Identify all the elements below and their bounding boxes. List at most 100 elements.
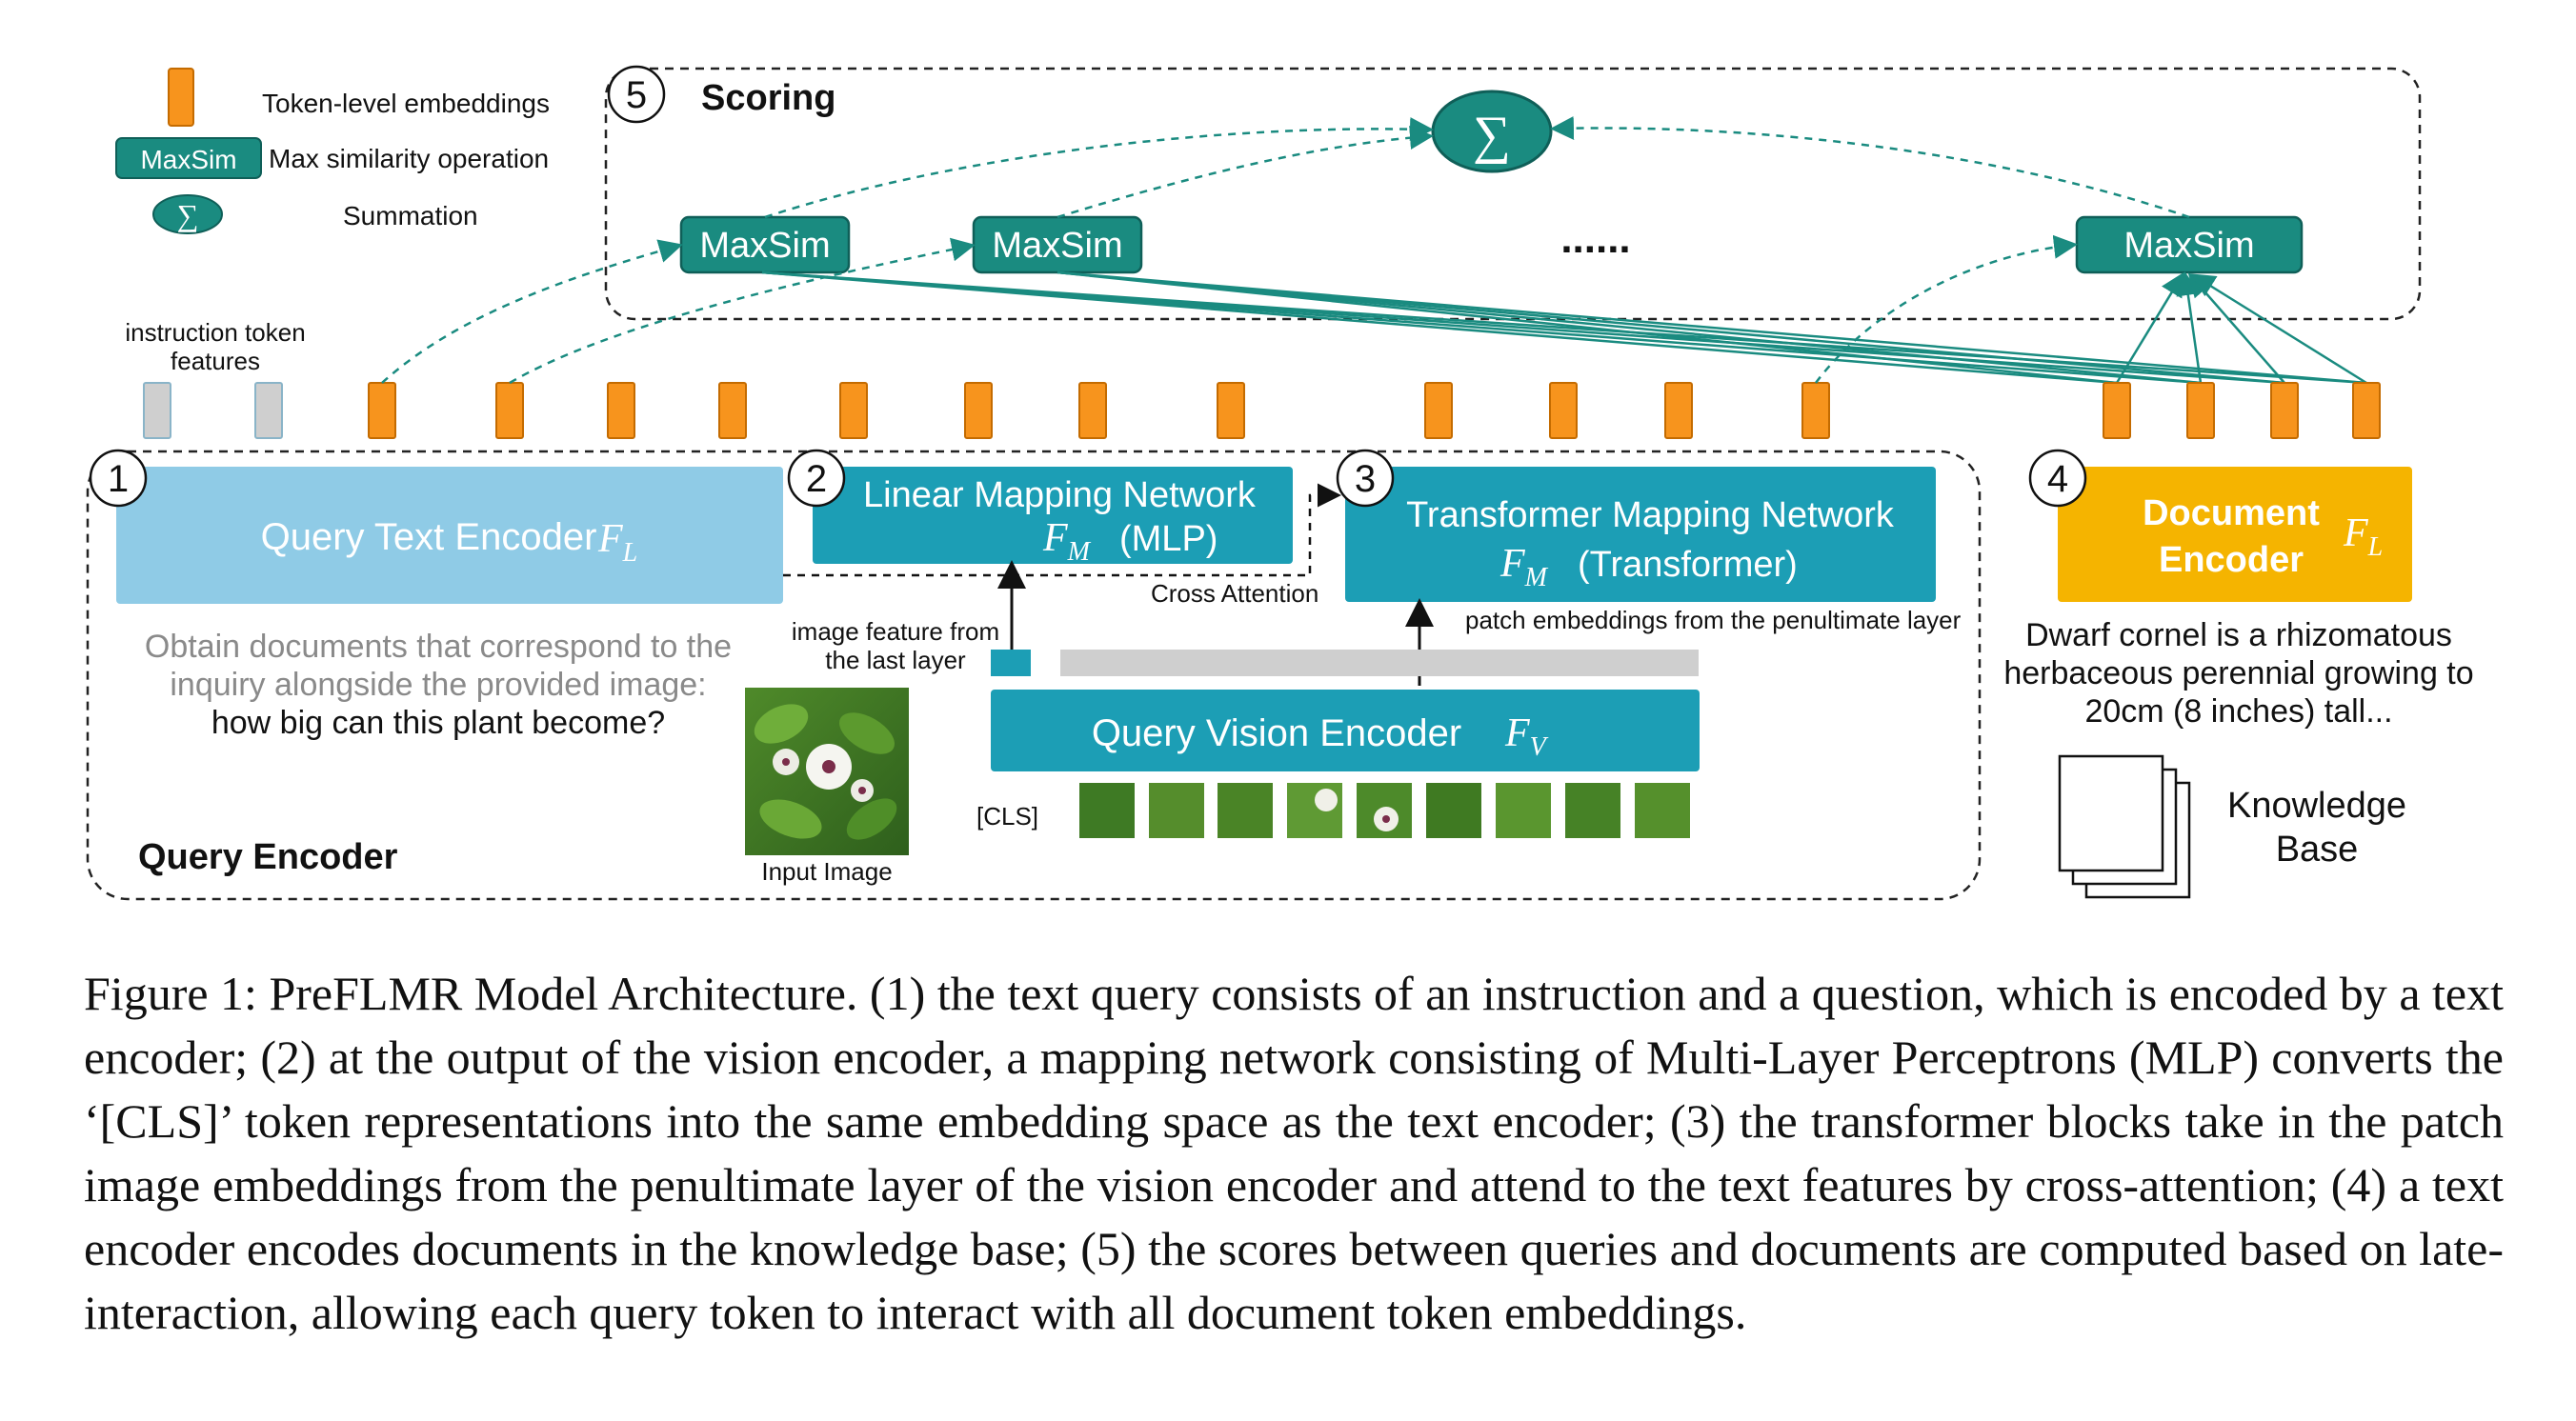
scoring-title: Scoring [701,78,835,118]
image-feature-label-line1: image feature from [792,617,999,646]
figure-caption-text: Figure 1: PreFLMR Model Architecture. (1… [84,967,2504,1339]
maxsim-node-3-label: MaxSim [2123,226,2254,266]
legend-token-swatch [168,68,194,127]
legend-maxsim-box-label: MaxSim [140,145,236,174]
image-patch [1079,783,1135,838]
legend-maxsim-box [115,137,262,179]
document-token [2103,382,2131,439]
legend-token-label: Token-level embeddings [262,89,550,118]
maxsim-node-1-label: MaxSim [699,226,830,266]
edge-maxsim2-doc [1057,270,2118,385]
linear-mapping-label: Linear Mapping Network [863,475,1257,515]
query-text-encoder [116,467,783,604]
query-token [964,382,993,439]
image-patch [1635,783,1690,838]
query-token [718,382,747,439]
input-image [745,688,909,855]
legend: Token-level embeddings MaxSim Max simila… [115,68,550,234]
image-patch [1565,783,1620,838]
patch-embeddings-label: patch embeddings from the penultimate la… [1465,606,1962,634]
transformer-mapping-symbol: FM [1499,542,1549,592]
step-2-number: 2 [806,458,827,500]
query-token [1424,382,1453,439]
step-1-number: 1 [108,458,129,500]
scoring-number-circle [607,65,666,124]
query-token [839,382,868,439]
query-encoder-title: Query Encoder [138,837,398,877]
edge-doc-maxsim3 [2190,273,2367,385]
edge-maxsim3-sum [1550,116,2190,219]
legend-sum-symbol: ∑ [177,198,199,232]
query-token-row: instruction token features [125,234,2078,439]
query-text-encoder-symbol: FL [597,517,637,568]
query-token [607,382,635,439]
instruction-token-2 [254,382,283,439]
legend-sum-icon [152,194,223,234]
document-encoder-module: Document Encoder FL 4 Dwarf cornel is a … [2003,449,2474,899]
image-patch [1218,783,1273,838]
query-question: how big can this plant become? [211,705,665,741]
query-token [1549,382,1578,439]
instruction-label-line1: instruction token [125,318,305,347]
input-image-label: Input Image [761,857,892,886]
cls-label: [CLS] [976,802,1038,831]
edge-maxsim1-doc [761,270,2367,385]
query-text-encoder-label: Query Text Encoder [261,516,597,558]
step-4-circle [2028,449,2087,508]
edge-doc-maxsim3 [2176,271,2203,384]
step-2-circle [787,449,846,508]
document-token [2186,382,2215,439]
image-patch [1287,783,1342,838]
document-text-line2: herbaceous perennial growing to [2003,655,2473,691]
cls-feature-token [991,650,1031,676]
edge-token-maxsim3 [1815,234,2078,384]
edge-token-maxsim1 [381,239,683,384]
maxsim-node-2-label: MaxSim [992,226,1122,266]
cross-attention-label: Cross Attention [1151,579,1318,608]
scoring-number: 5 [626,74,647,116]
edge-maxsim2-doc [1057,270,2202,385]
edge-maxsim1-sum [764,117,1434,219]
query-token [368,382,396,439]
document-text-line3: 20cm (8 inches) tall... [2084,693,2392,730]
architecture-diagram: Token-level embeddings MaxSim Max simila… [86,65,2474,901]
query-vision-encoder [991,690,1700,771]
legend-maxsim-label: Max similarity operation [269,144,549,173]
edge-doc-maxsim3 [2187,272,2285,384]
query-token [495,382,524,439]
image-patches [1079,783,1690,838]
edge-doc-maxsim3 [2115,271,2184,384]
sum-node-symbol: ∑ [1473,106,1511,165]
query-token [1801,382,1830,439]
image-feature-label-line2: the last layer [825,646,966,674]
query-encoder: Query Encoder Query Text Encoder FL 1 Cr… [86,449,1982,901]
document-encoder-label1: Document [2143,493,2320,533]
query-vision-encoder-label: Query Vision Encoder [1092,712,1461,754]
maxsim-ellipsis: ...... [1560,215,1630,262]
document-encoder-symbol: FL [2343,511,2383,562]
image-patch [1426,783,1481,838]
instruction-label-line2: features [171,347,260,375]
query-encoder-frame [86,450,1982,901]
transformer-mapping-label: Transformer Mapping Network [1406,495,1895,535]
query-instruction-line1: Obtain documents that correspond to the [145,629,732,665]
image-patch [1149,783,1204,838]
edge-token-maxsim2 [509,237,976,385]
image-patch [1496,783,1551,838]
query-instruction-line2: inquiry alongside the provided image: [170,667,706,703]
knowledge-base-icon [2058,754,2191,899]
linear-mapping-symbol: FM [1042,516,1092,567]
knowledge-base-label-line1: Knowledge [2227,786,2406,826]
linear-mapping-network [813,467,1293,564]
query-token [1217,382,1245,439]
query-token [1078,382,1107,439]
document-text-line1: Dwarf cornel is a rhizomatous [2025,617,2452,653]
document-encoder-label2: Encoder [2159,540,2304,580]
edge-maxsim2-sum [1057,126,1434,219]
scoring-module: 5 Scoring ∑ MaxSim MaxSim MaxSim ...... [604,65,2422,321]
instruction-token-1 [143,382,171,439]
document-token-row [761,270,2381,439]
patch-embedding-bar [1060,650,1699,676]
query-vision-encoder-symbol: FV [1504,711,1549,762]
